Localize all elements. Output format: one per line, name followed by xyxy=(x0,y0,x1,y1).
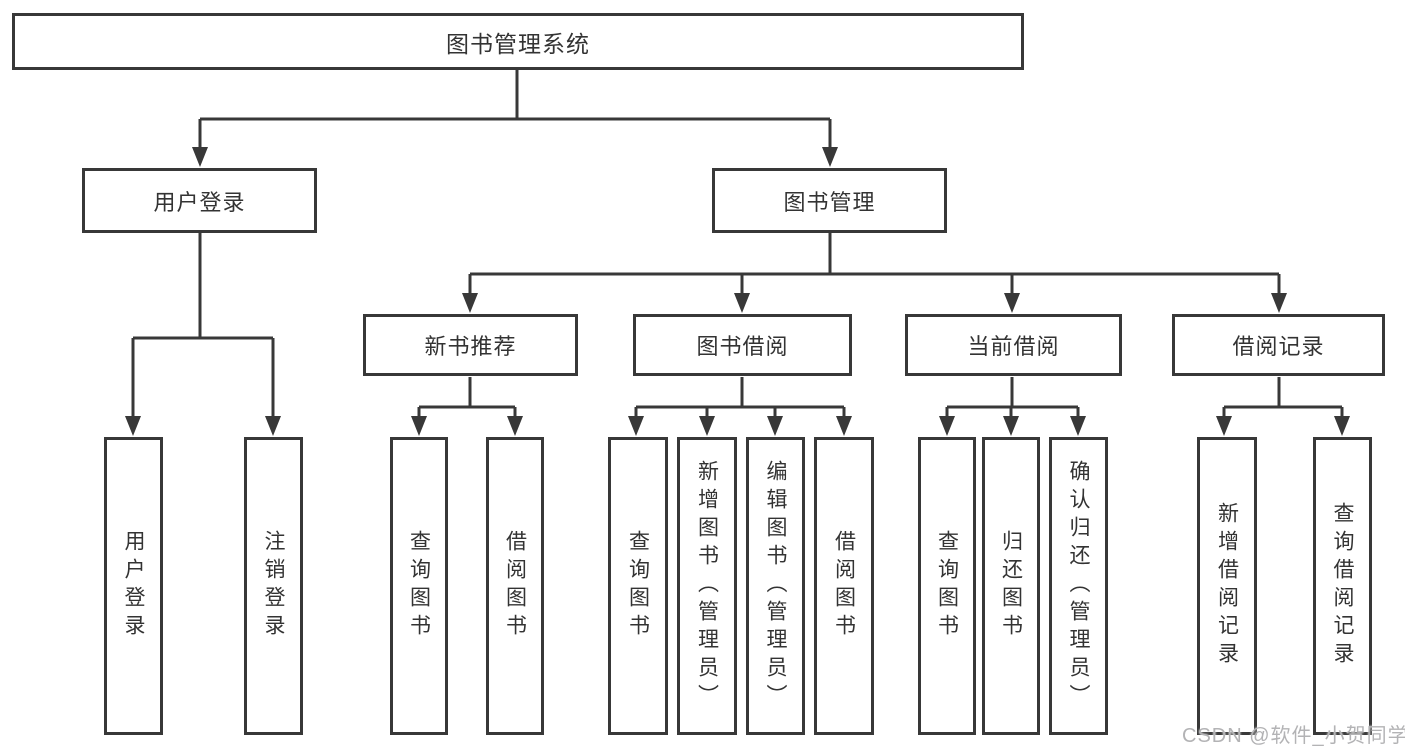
node-user-login: 用户登录 xyxy=(82,168,317,233)
node-book-borrow: 图书借阅 xyxy=(633,314,852,376)
leaf-query-books-borrow: 查询图书 xyxy=(608,437,668,735)
leaf-borrow-books-label: 借阅图书 xyxy=(832,530,856,642)
node-book-borrow-label: 图书借阅 xyxy=(696,334,789,359)
node-new-book-recommend: 新书推荐 xyxy=(363,314,578,376)
node-borrow-records: 借阅记录 xyxy=(1172,314,1385,376)
leaf-return-books: 归还图书 xyxy=(982,437,1040,735)
leaf-query-borrow-record: 查询借阅记录 xyxy=(1313,437,1372,735)
leaf-edit-books-admin-label: 编辑图书（管理员） xyxy=(764,460,787,712)
node-current-borrow-label: 当前借阅 xyxy=(967,334,1060,359)
node-borrow-records-label: 借阅记录 xyxy=(1232,334,1325,359)
node-book-management: 图书管理 xyxy=(712,168,947,233)
leaf-add-borrow-record: 新增借阅记录 xyxy=(1197,437,1257,735)
leaf-borrow-books: 借阅图书 xyxy=(814,437,874,735)
leaf-return-books-label: 归还图书 xyxy=(999,530,1023,642)
leaf-user-login: 用户登录 xyxy=(104,437,163,735)
leaf-query-books-recommend-label: 查询图书 xyxy=(407,530,431,642)
leaf-user-login-label: 用户登录 xyxy=(122,530,145,642)
leaf-add-borrow-record-label: 新增借阅记录 xyxy=(1215,502,1239,670)
leaf-query-borrow-record-label: 查询借阅记录 xyxy=(1331,502,1354,670)
leaf-add-books-admin: 新增图书（管理员） xyxy=(677,437,737,735)
leaf-logout: 注销登录 xyxy=(244,437,303,735)
node-root-system: 图书管理系统 xyxy=(12,13,1024,70)
leaf-confirm-return-admin: 确认归还（管理员） xyxy=(1049,437,1108,735)
node-book-management-label: 图书管理 xyxy=(783,189,876,215)
node-user-login-label: 用户登录 xyxy=(153,189,246,215)
leaf-borrow-books-recommend-label: 借阅图书 xyxy=(503,530,527,642)
node-new-book-recommend-label: 新书推荐 xyxy=(424,334,517,359)
leaf-query-books-current-label: 查询图书 xyxy=(935,530,959,642)
leaf-edit-books-admin: 编辑图书（管理员） xyxy=(746,437,805,735)
leaf-logout-label: 注销登录 xyxy=(262,530,285,642)
leaf-query-books-borrow-label: 查询图书 xyxy=(626,530,650,642)
node-root-system-label: 图书管理系统 xyxy=(446,30,590,57)
node-current-borrow: 当前借阅 xyxy=(905,314,1122,376)
leaf-confirm-return-admin-label: 确认归还（管理员） xyxy=(1067,460,1090,712)
leaf-borrow-books-recommend: 借阅图书 xyxy=(486,437,544,735)
csdn-watermark: CSDN @软件_小贺同学 xyxy=(1182,725,1405,747)
leaf-query-books-current: 查询图书 xyxy=(918,437,976,735)
leaf-add-books-admin-label: 新增图书（管理员） xyxy=(695,460,719,712)
leaf-query-books-recommend: 查询图书 xyxy=(390,437,448,735)
